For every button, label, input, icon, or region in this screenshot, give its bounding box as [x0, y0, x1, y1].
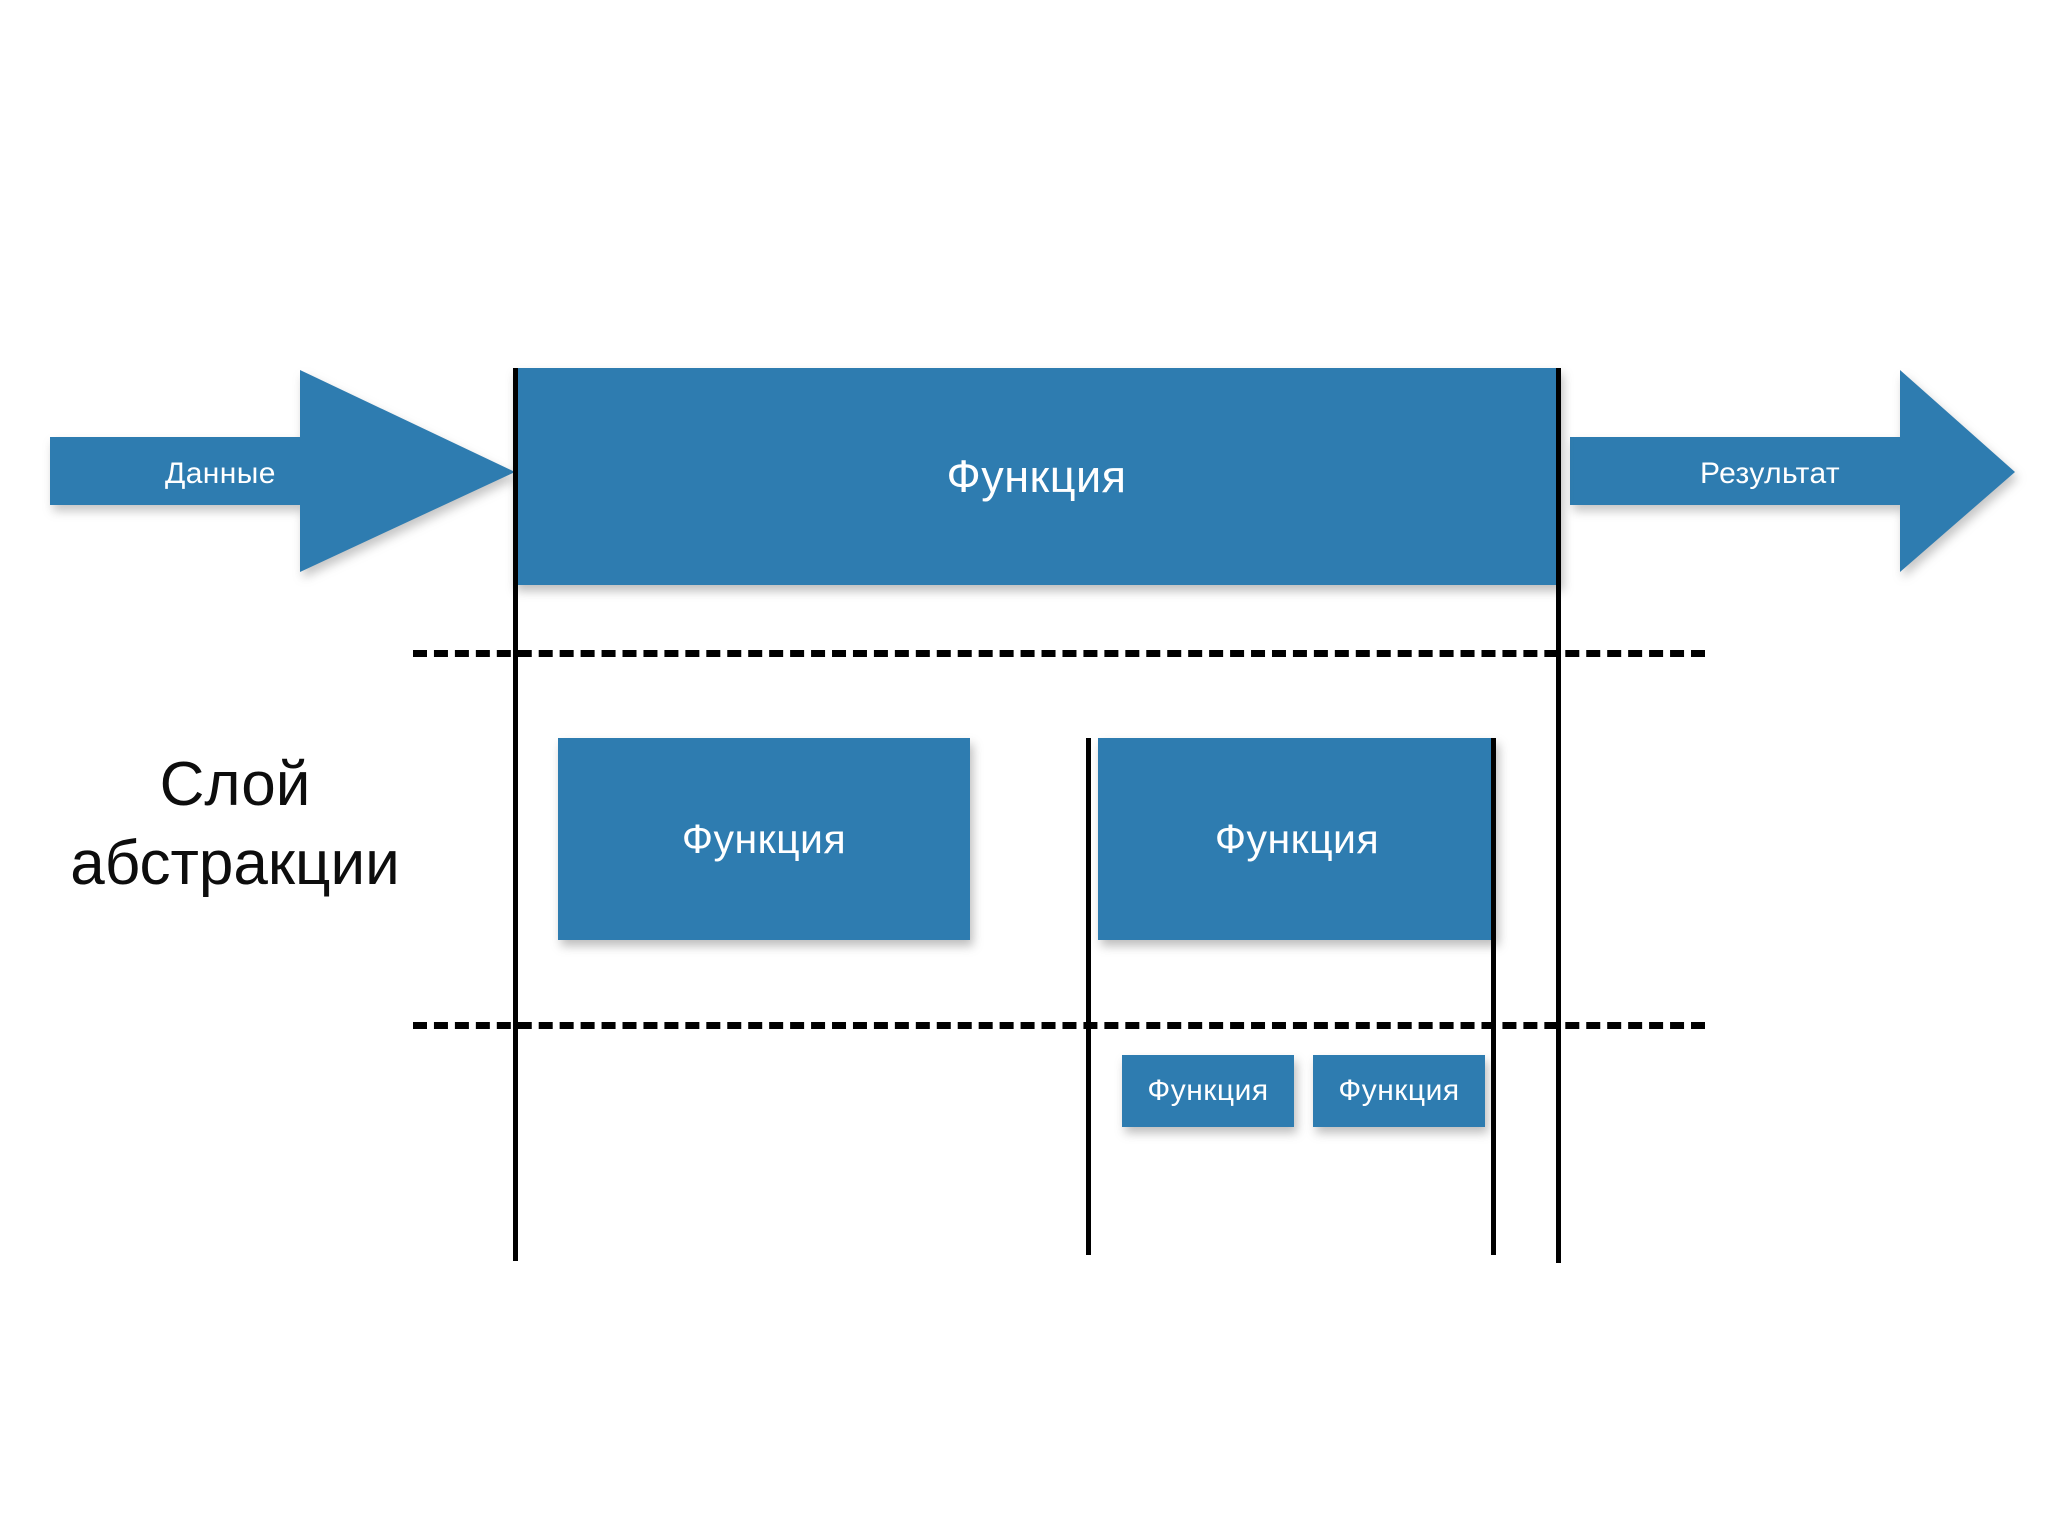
result-output-arrow-label: Результат	[1700, 457, 1841, 490]
data-input-arrow	[50, 370, 515, 572]
vertical-rule-outer-right	[1556, 368, 1561, 1263]
vertical-rule-inner-right	[1491, 738, 1496, 1255]
dashed-separator-top	[413, 650, 1705, 657]
abstraction-layer-caption: Слой абстракции	[10, 745, 460, 904]
function-box-level3-right[interactable]: Функция	[1313, 1055, 1485, 1127]
function-box-level3-right-label: Функция	[1338, 1074, 1460, 1107]
vertical-rule-inner-left	[1086, 738, 1091, 1255]
function-box-level1-label: Функция	[946, 451, 1127, 502]
data-input-arrow-label: Данные	[165, 457, 276, 490]
function-box-level3-left[interactable]: Функция	[1122, 1055, 1294, 1127]
function-box-level2-right-label: Функция	[1214, 815, 1380, 862]
abstraction-layer-caption-line2: абстракции	[70, 829, 400, 899]
vertical-rule-outer-left	[513, 368, 518, 1261]
function-box-level2-right[interactable]: Функция	[1098, 738, 1496, 940]
result-output-arrow	[1570, 370, 2015, 572]
function-box-level1[interactable]: Функция	[513, 368, 1560, 585]
abstraction-layer-caption-line1: Слой	[159, 750, 311, 819]
dashed-separator-bottom	[413, 1022, 1705, 1029]
function-box-level2-left[interactable]: Функция	[558, 738, 970, 940]
function-box-level3-left-label: Функция	[1147, 1074, 1269, 1107]
function-box-level2-left-label: Функция	[681, 815, 847, 862]
